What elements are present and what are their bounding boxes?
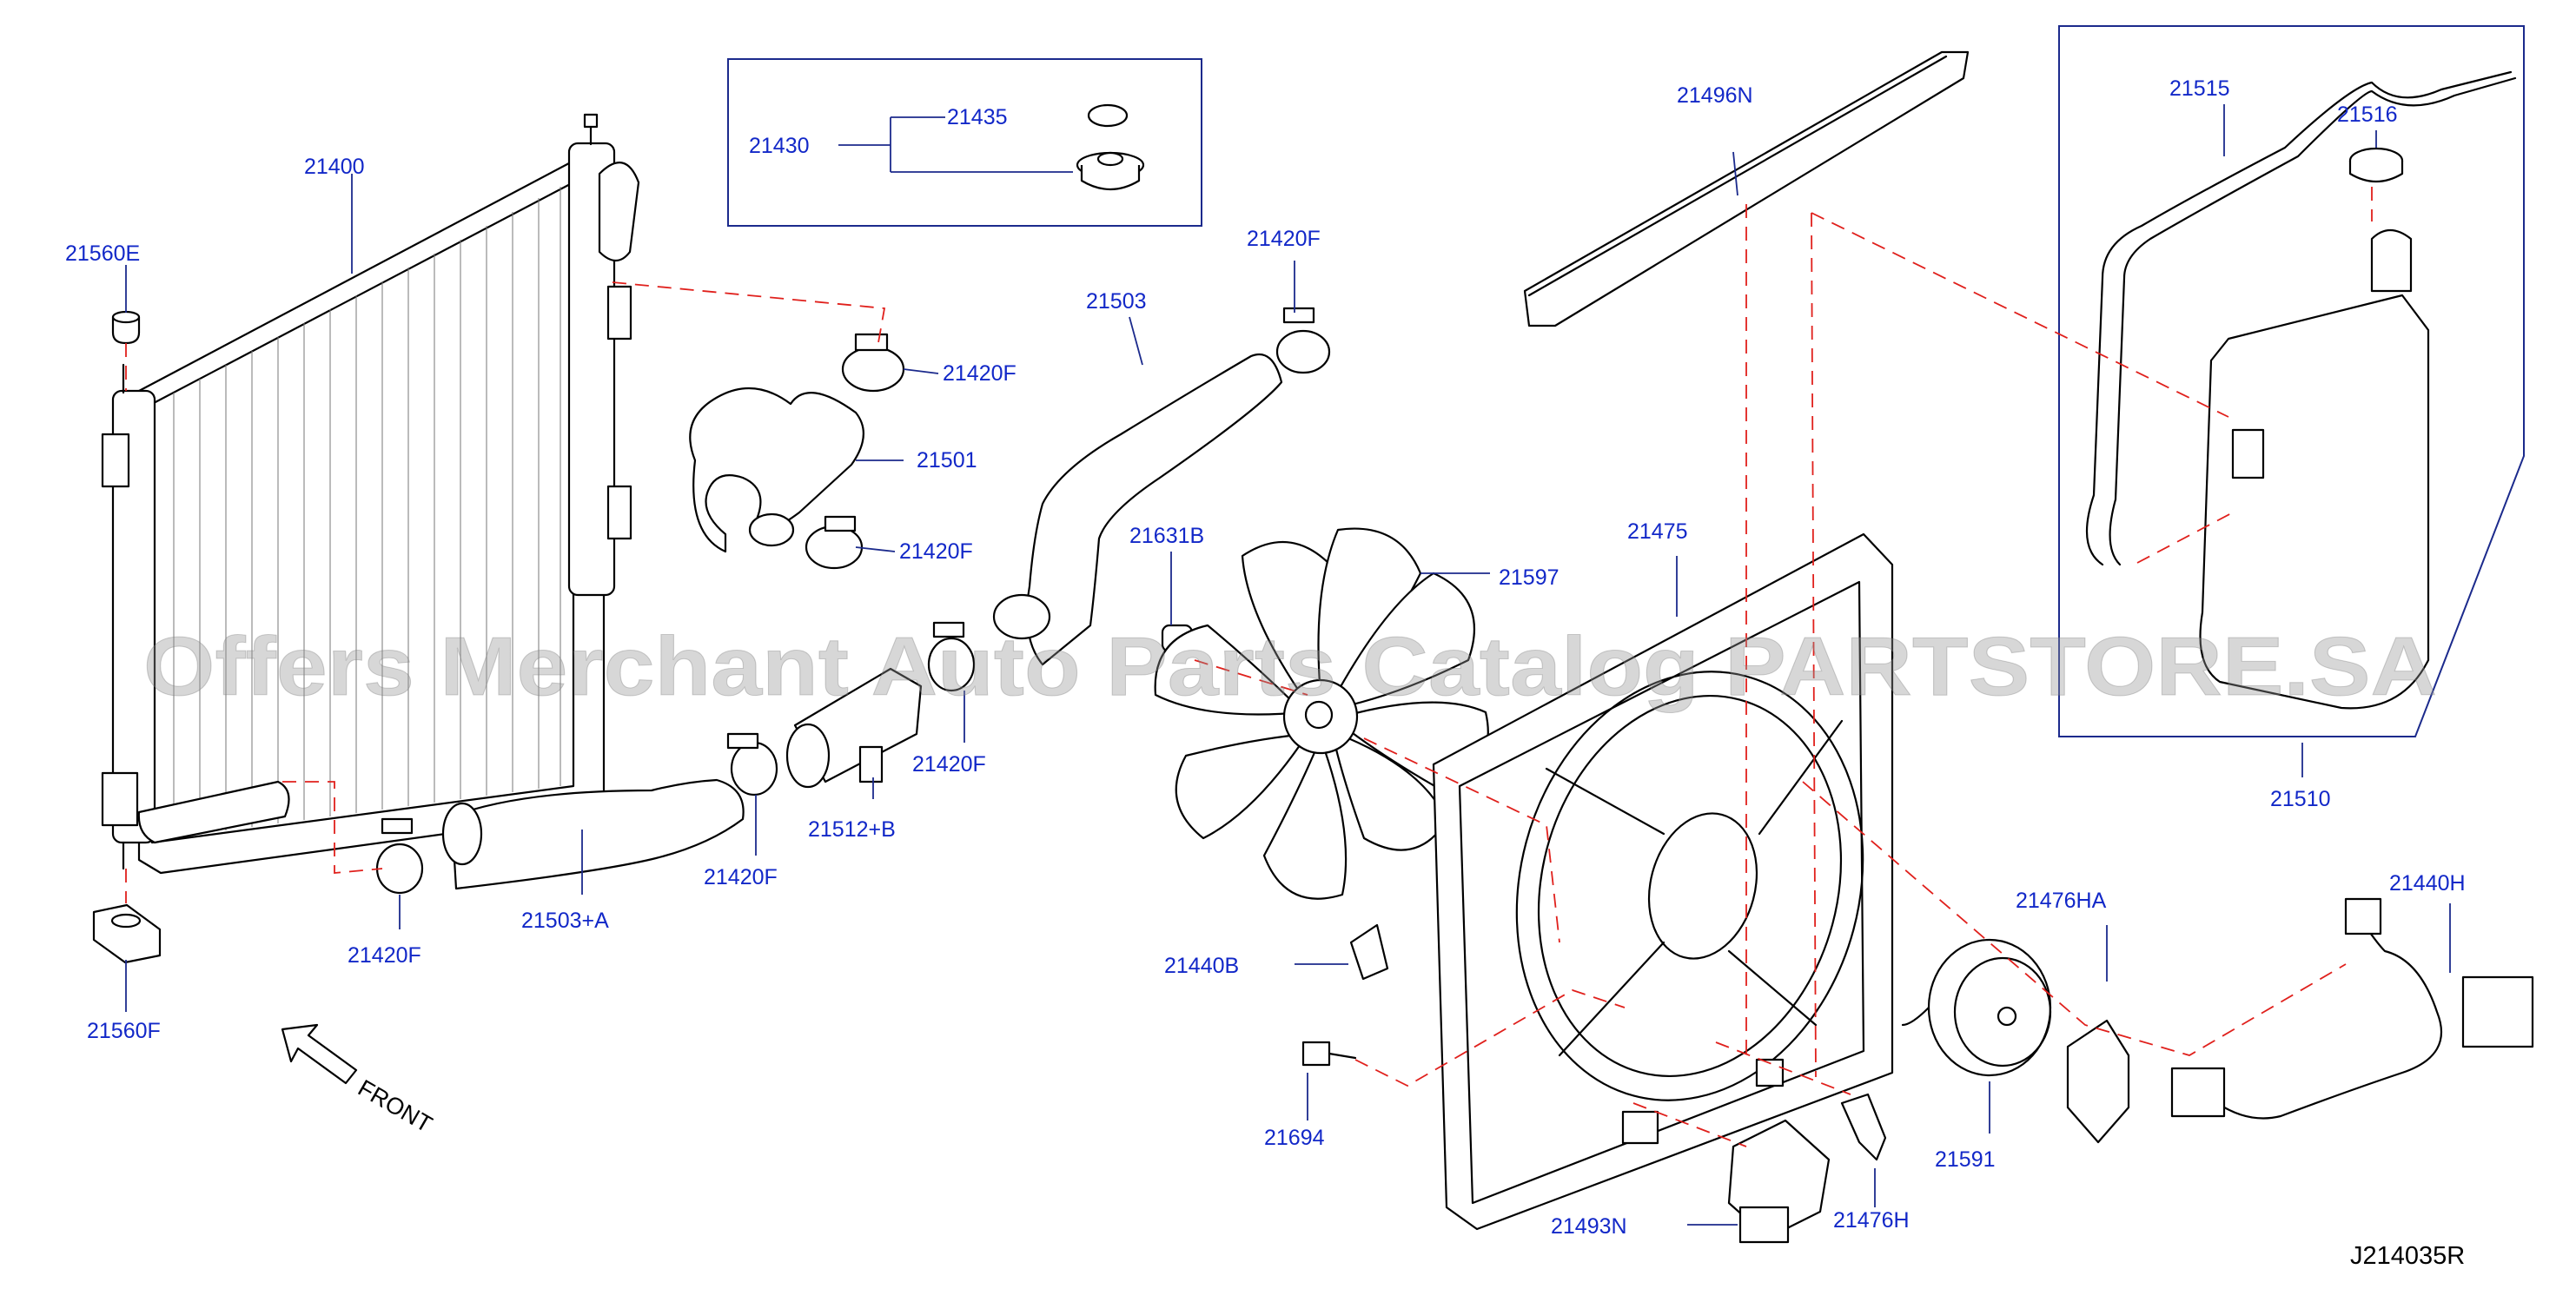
radiator-cap-21430[interactable] bbox=[1076, 151, 1145, 190]
part-labels: 21400 21560E 21560F 21430 21435 21420F 2… bbox=[65, 76, 2466, 1239]
label-21560E[interactable]: 21560E bbox=[65, 241, 140, 266]
label-21515[interactable]: 21515 bbox=[2169, 76, 2230, 101]
hose-21501[interactable] bbox=[689, 387, 864, 553]
overflow-hose-21515[interactable] bbox=[2085, 70, 2517, 566]
label-21476HA[interactable]: 21476HA bbox=[2016, 889, 2107, 913]
radiator-mount-21560F[interactable] bbox=[92, 869, 162, 964]
label-21516[interactable]: 21516 bbox=[2337, 102, 2398, 127]
hose-clamp-21420F-a[interactable] bbox=[841, 333, 905, 393]
seal-strip-21496N[interactable] bbox=[1523, 50, 1970, 327]
label-21420F-e[interactable]: 21420F bbox=[704, 865, 778, 889]
fan-shroud-21475[interactable] bbox=[1432, 532, 1910, 1231]
hose-21503[interactable] bbox=[992, 354, 1283, 666]
label-21560F[interactable]: 21560F bbox=[87, 1019, 161, 1043]
label-21512B[interactable]: 21512+B bbox=[808, 817, 896, 842]
hose-clamp-21420F-b[interactable] bbox=[805, 515, 864, 570]
label-21591[interactable]: 21591 bbox=[1935, 1147, 1996, 1172]
radiator-cap-box-21430 bbox=[727, 58, 1202, 227]
label-21420F-b[interactable]: 21420F bbox=[899, 539, 973, 564]
label-21440B[interactable]: 21440B bbox=[1164, 954, 1239, 978]
watermark-text: Offers Merchant Auto Parts Catalog PARTS… bbox=[143, 620, 2437, 713]
leader-lines bbox=[125, 104, 2451, 1226]
bracket-21476H[interactable] bbox=[1840, 1093, 1887, 1161]
label-21501[interactable]: 21501 bbox=[917, 448, 977, 473]
bracket-21476HA[interactable] bbox=[2066, 1019, 2130, 1144]
label-21503[interactable]: 21503 bbox=[1086, 289, 1147, 314]
hose-clamp-21420F-e[interactable] bbox=[726, 732, 778, 797]
label-21496N[interactable]: 21496N bbox=[1677, 83, 1753, 108]
fan-resistor-21493N[interactable] bbox=[1727, 1119, 1831, 1244]
label-21420F-f[interactable]: 21420F bbox=[348, 943, 421, 968]
hose-21503A[interactable] bbox=[441, 778, 745, 890]
fan-21597[interactable] bbox=[1154, 527, 1489, 900]
label-21435[interactable]: 21435 bbox=[947, 105, 1008, 129]
label-21420F-a[interactable]: 21420F bbox=[943, 361, 1016, 386]
label-21493N[interactable]: 21493N bbox=[1551, 1214, 1627, 1239]
assembly-dashes bbox=[282, 187, 2373, 1147]
front-arrow-icon bbox=[281, 1023, 358, 1085]
bolt-21694[interactable] bbox=[1301, 1041, 1357, 1067]
label-21440H[interactable]: 21440H bbox=[2389, 871, 2466, 896]
label-21430[interactable]: 21430 bbox=[749, 134, 810, 158]
cap-seal-21435[interactable] bbox=[1087, 103, 1129, 128]
label-21420F-d[interactable]: 21420F bbox=[912, 752, 986, 777]
hose-clamp-21420F-c[interactable] bbox=[1275, 307, 1331, 374]
label-21420F-c[interactable]: 21420F bbox=[1247, 227, 1321, 251]
label-21503A[interactable]: 21503+A bbox=[521, 909, 609, 933]
label-21694[interactable]: 21694 bbox=[1264, 1126, 1325, 1150]
label-21510[interactable]: 21510 bbox=[2270, 787, 2331, 811]
harness-21440H[interactable] bbox=[2170, 897, 2534, 1120]
hose-clamp-21420F-d[interactable] bbox=[927, 621, 976, 692]
label-21631B[interactable]: 21631B bbox=[1129, 524, 1204, 548]
label-21400[interactable]: 21400 bbox=[304, 155, 365, 179]
radiator-21400[interactable] bbox=[101, 113, 640, 875]
reservoir-tank-21510[interactable] bbox=[2199, 228, 2430, 710]
radiator-mount-21560E[interactable] bbox=[111, 310, 141, 391]
hose-clamp-21420F-f[interactable] bbox=[375, 817, 424, 895]
reservoir-cap-21516[interactable] bbox=[2348, 147, 2404, 182]
front-label: FRONT bbox=[354, 1074, 437, 1137]
clip-21440B[interactable] bbox=[1349, 923, 1389, 981]
label-21476H[interactable]: 21476H bbox=[1833, 1208, 1910, 1233]
label-21597[interactable]: 21597 bbox=[1499, 565, 1560, 590]
fan-motor-21591[interactable] bbox=[1901, 938, 2052, 1077]
reservoir-box-21510 bbox=[2058, 25, 2525, 737]
diagram-code: J214035R bbox=[2350, 1242, 2465, 1270]
label-21475[interactable]: 21475 bbox=[1627, 519, 1688, 544]
pipe-21512B[interactable] bbox=[785, 667, 923, 789]
